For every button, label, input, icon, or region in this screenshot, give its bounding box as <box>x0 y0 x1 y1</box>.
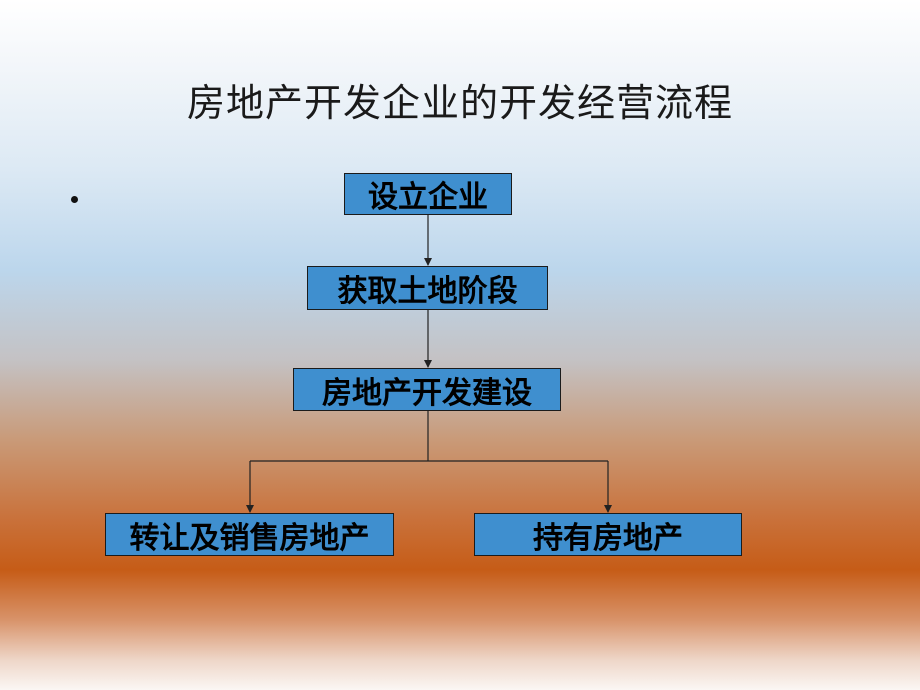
bullet-point <box>71 196 78 203</box>
node-transfer-and-sell: 转让及销售房地产 <box>105 513 394 556</box>
node-establish-enterprise: 设立企业 <box>344 173 512 215</box>
node-acquire-land: 获取土地阶段 <box>307 266 548 310</box>
slide-title: 房地产开发企业的开发经营流程 <box>186 81 733 125</box>
node-hold-real-estate: 持有房地产 <box>474 513 742 556</box>
node-real-estate-development: 房地产开发建设 <box>293 368 561 411</box>
